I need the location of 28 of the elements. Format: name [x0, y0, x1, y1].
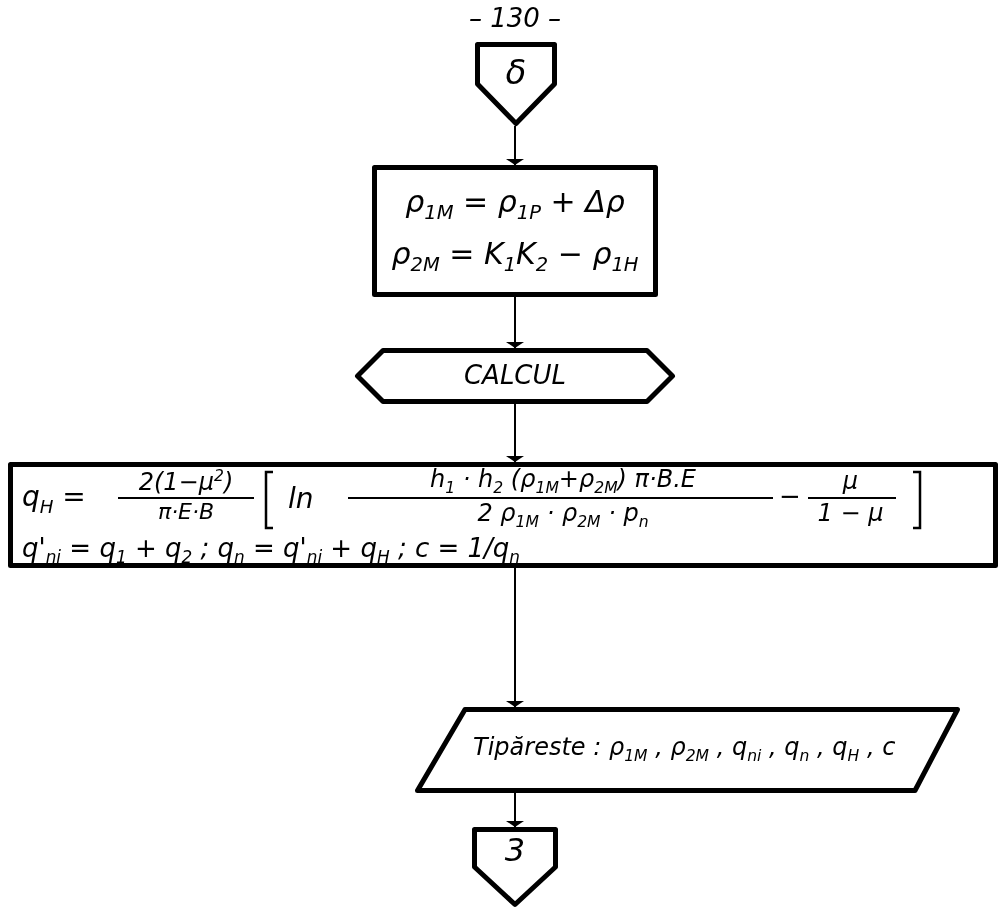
formula-text: ρ$_{2M}$ = K$_{1}$K$_{2}$ − ρ$_{1H}$	[391, 237, 639, 276]
page-number: – 130 –	[468, 4, 562, 33]
formula-text: ln	[288, 484, 314, 515]
output-text: Tipăreste : ρ$_{1M}$ , ρ$_{2M}$ , q$_{ni}$ , q$_{n}$ , q$_{H}$ , c	[473, 734, 896, 765]
formula-text: 2(1−μ$^{2}$)	[138, 468, 234, 496]
connector-pentagon	[472, 827, 558, 907]
connector-pentagon	[475, 42, 557, 126]
formula-text: 1 − μ	[817, 500, 884, 527]
step-label: CALCUL	[463, 361, 567, 390]
connector-symbol: δ	[505, 54, 527, 92]
formula-text: 2 ρ$_{1M}$ · ρ$_{2M}$ · p$_{n}$	[477, 500, 649, 531]
arrow	[506, 567, 524, 708]
preparation-hexagon	[355, 348, 675, 404]
connector-symbol: 3	[504, 833, 526, 869]
formula-text: q$_{H}$ =	[22, 482, 86, 517]
formula-text: h$_{1}$ · h$_{2}$ (ρ$_{1M}$+ρ$_{2M}$) π·B.E	[430, 466, 696, 497]
output-parallelogram	[415, 707, 960, 793]
arrow	[506, 403, 524, 463]
formula-text: −	[779, 482, 801, 511]
formula-text: q'$_{ni}$ = q$_{1}$ + q$_{2}$ ; q$_{n}$ = q'$_{ni}$ + q$_{H}$ ; c = 1/q$_{n}$	[22, 534, 521, 567]
formula-text: ρ$_{1M}$ = ρ$_{1P}$ + Δρ	[405, 185, 625, 224]
arrow	[506, 125, 524, 166]
process-box	[372, 165, 658, 297]
arrow	[506, 792, 524, 828]
arrow	[506, 296, 524, 349]
formula-text: π·E·B	[157, 500, 215, 525]
process-box	[8, 462, 998, 568]
formula-text: μ	[842, 468, 859, 495]
